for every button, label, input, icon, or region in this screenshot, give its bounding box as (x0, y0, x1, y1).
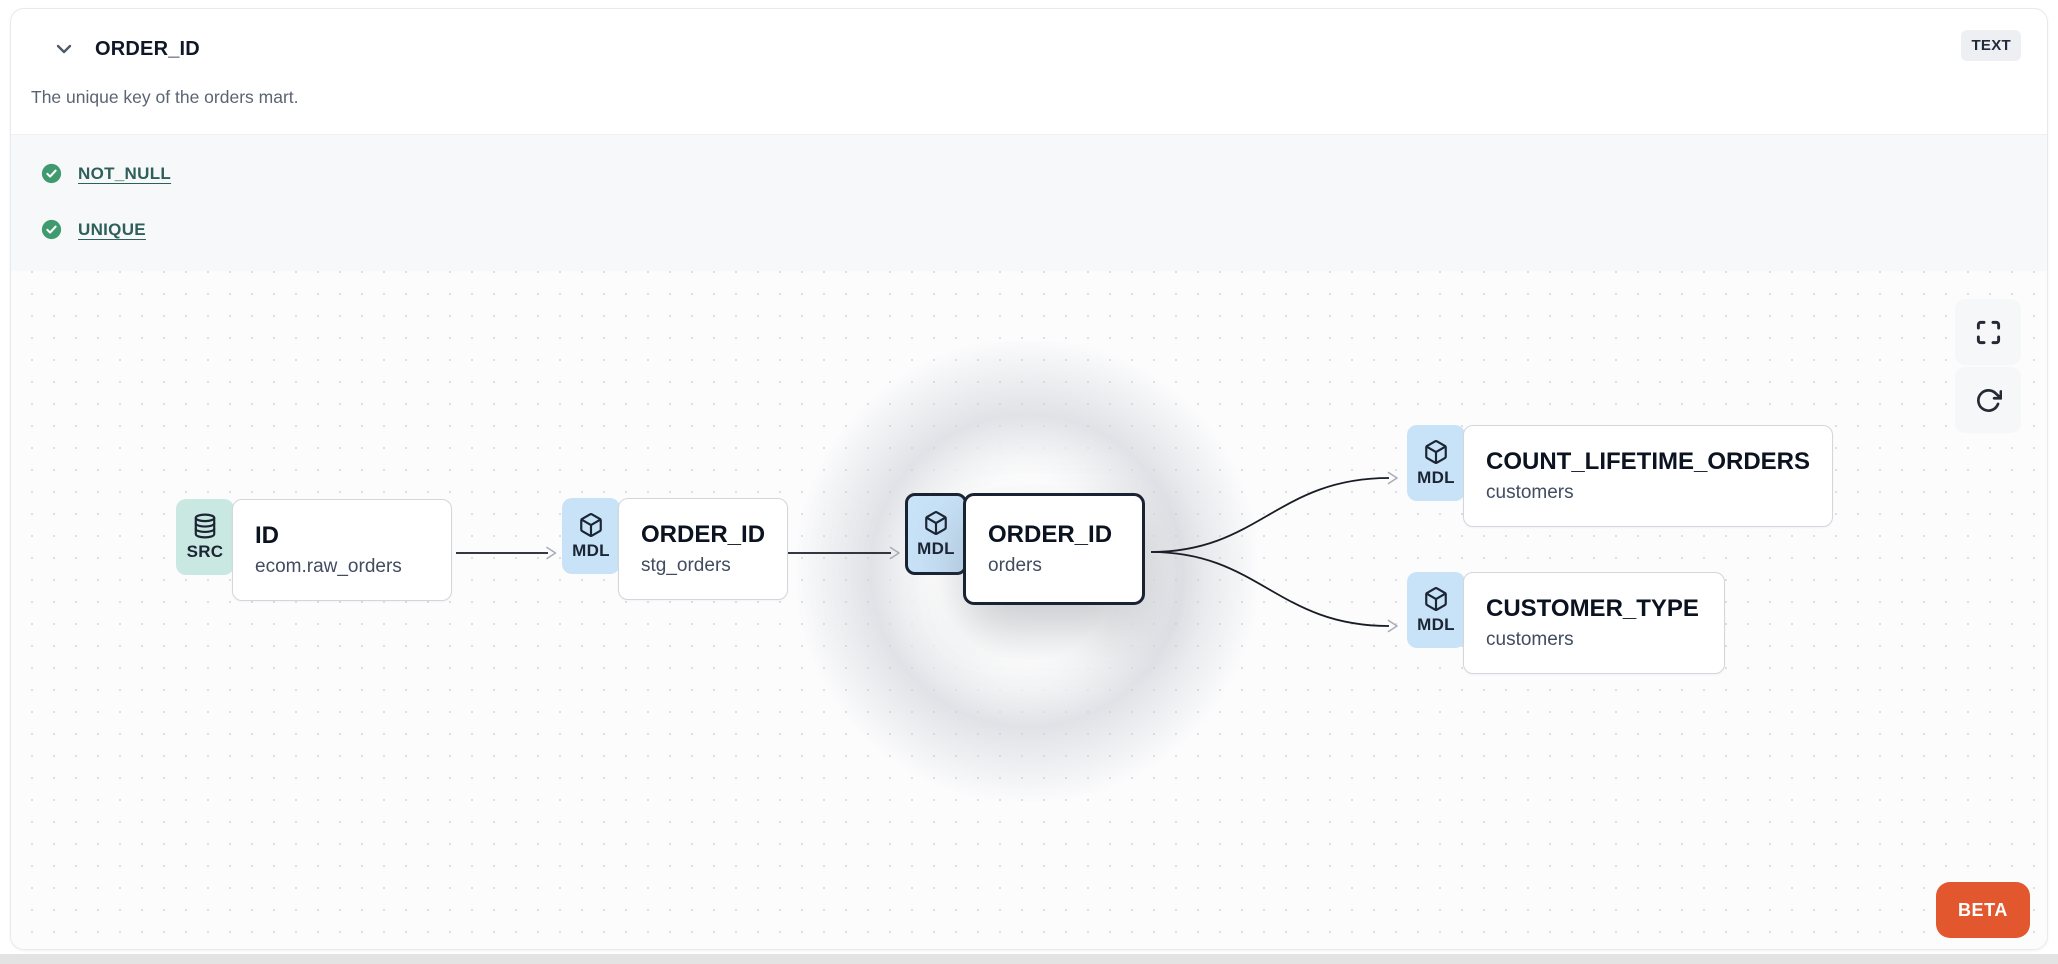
test-link-not-null[interactable]: NOT_NULL (78, 163, 172, 183)
canvas-controls (1955, 299, 2021, 433)
badge-label: SRC (186, 541, 224, 561)
node-title: COUNT_LIFETIME_ORDERS (1486, 448, 1811, 475)
check-circle-icon (41, 163, 62, 184)
fullscreen-button[interactable] (1955, 299, 2021, 365)
header: ORDER_ID (11, 29, 2047, 69)
lineage-canvas[interactable]: SRC ID ecom.raw_orders MDL ORDER_ID stg_… (11, 271, 2047, 949)
node-subtitle: orders (988, 555, 1042, 576)
node-card: COUNT_LIFETIME_ORDERS customers (1463, 425, 1833, 527)
badge-label: MDL (917, 538, 955, 558)
node-subtitle: ecom.raw_orders (255, 556, 402, 577)
node-type-badge: MDL (905, 493, 967, 575)
collapse-button[interactable] (49, 34, 79, 64)
column-description: The unique key of the orders mart. (31, 87, 299, 107)
check-circle-icon (41, 219, 62, 240)
page-bottom-strip (0, 954, 2058, 964)
node-card: ID ecom.raw_orders (232, 499, 452, 601)
node-title: CUSTOMER_TYPE (1486, 595, 1699, 622)
cube-icon (1425, 586, 1447, 611)
chevron-down-icon (56, 44, 72, 54)
node-type-badge: MDL (1407, 572, 1465, 648)
lineage-edges (456, 471, 1398, 633)
test-link-unique[interactable]: UNIQUE (78, 219, 146, 239)
cube-icon (1425, 439, 1447, 464)
node-card: ORDER_ID stg_orders (618, 498, 788, 600)
node-title: ORDER_ID (641, 521, 766, 548)
refresh-icon (1976, 388, 2002, 412)
node-type-badge: MDL (562, 498, 620, 574)
column-type-badge: TEXT (1961, 30, 2021, 61)
page-title: ORDER_ID (95, 37, 200, 60)
column-details-card: ORDER_ID TEXT The unique key of the orde… (10, 8, 2048, 950)
fullscreen-icon (1976, 320, 2000, 344)
badge-label: MDL (572, 540, 610, 560)
node-subtitle: customers (1486, 629, 1574, 650)
badge-label: MDL (1417, 467, 1455, 487)
node-type-badge: SRC (176, 499, 234, 575)
refresh-button[interactable] (1955, 367, 2021, 433)
test-row: UNIQUE (41, 216, 2047, 243)
cube-icon (580, 512, 602, 537)
test-row: NOT_NULL (41, 160, 2047, 187)
database-icon (194, 513, 216, 538)
node-title: ID (255, 522, 279, 549)
node-title: ORDER_ID (988, 521, 1113, 548)
node-subtitle: stg_orders (641, 555, 731, 576)
cube-icon (925, 510, 947, 535)
node-type-badge: MDL (1407, 425, 1465, 501)
badge-label: MDL (1417, 614, 1455, 634)
node-card: CUSTOMER_TYPE customers (1463, 572, 1725, 674)
beta-badge: BETA (1936, 882, 2030, 938)
node-card: ORDER_ID orders (963, 493, 1145, 605)
node-subtitle: customers (1486, 482, 1574, 503)
tests-section: NOT_NULL UNIQUE (11, 134, 2047, 271)
